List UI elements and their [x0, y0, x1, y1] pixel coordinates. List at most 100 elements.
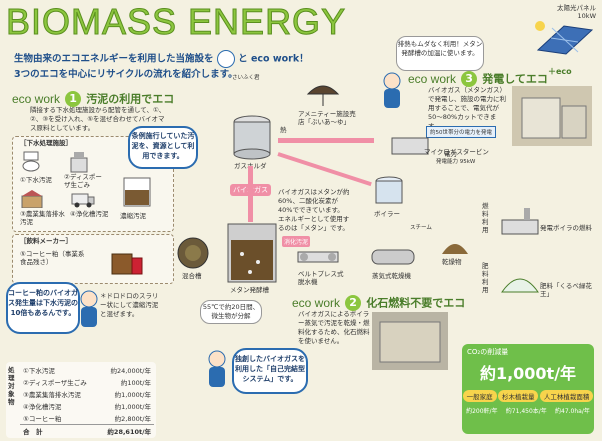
intro-line1b: と eco work！ — [238, 53, 309, 65]
row-value: 約100t/年 — [120, 379, 151, 387]
greenhouse-icon — [500, 266, 540, 298]
summary-table: ①下水汚泥 約24,000t/年 ②ディスポーザ生ごみ約100t/年 ③農業集落排… — [20, 364, 154, 437]
intro-text: 生物由来のエコエネルギーを利用した当施設を と eco work！ 3つのエコを… — [14, 50, 309, 82]
turbine-kw: 発電能力 95kW — [436, 159, 476, 165]
belt-press-label: ベルトプレス式脱水機 — [298, 270, 344, 286]
item-3: ③農業集落排水汚泥 — [20, 210, 65, 226]
mascot-ew2 — [204, 350, 230, 394]
item-1: ①下水汚泥 — [20, 176, 52, 184]
coffee-label: ⑤コーヒー粕（事業系食品残さ） — [20, 250, 85, 266]
dryer-photo — [372, 312, 448, 374]
plus-eco: ＋eco — [548, 67, 572, 76]
row-name: ⑤コーヒー粕 — [23, 415, 62, 423]
co2-chip-1: 一般家庭 — [462, 390, 497, 402]
turbine-photo — [512, 86, 592, 150]
item-2: ②ディスポーザ生ごみ — [64, 173, 102, 189]
co2-chip-val-1: 約200軒/年 — [466, 408, 498, 415]
solar-kw: 10kW — [577, 12, 596, 20]
amenity-label: アメニティー施設売店「ぶいあ〜ゆ」 — [298, 110, 356, 126]
power-label: 電力 — [444, 150, 457, 158]
ew2-desc: バイオガスによるボイラー蒸気で汚泥を乾燥・燃料化するため、化石燃料を使いません。 — [298, 310, 370, 345]
boiler-label: ボイラー — [374, 210, 400, 218]
row-name: ①下水汚泥 — [23, 367, 55, 375]
disposer-icon — [68, 150, 90, 178]
page-title: BIOMASS ENERGY — [5, 1, 347, 42]
arrow-tank-to-holder — [248, 166, 253, 222]
sewage-header: ［下水処理施設］ — [20, 139, 72, 147]
total-label: 合 計 — [23, 428, 43, 436]
boiler-icon — [374, 176, 404, 210]
septic-truck-icon — [70, 190, 96, 212]
solar-label: 太陽光パネル — [557, 4, 596, 12]
table-row: ⑤コーヒー粕約2,800t/年 — [20, 412, 154, 425]
co2-chip-val-2: 約71,450本/年 — [505, 408, 547, 415]
ew3-desc: バイオガス（メタンガス）で発電し、施設の電力に利用することで、電気代が50〜80… — [428, 86, 506, 130]
table-row: ④浄化槽汚泥 約1,000t/年 — [20, 400, 154, 412]
household-note: 約50世帯分の電力を発電 — [426, 126, 496, 138]
summary-side: 処理対象物 — [8, 366, 15, 406]
toilet-icon — [20, 150, 42, 178]
turbine-icon — [390, 134, 430, 162]
umbrella-icon — [306, 78, 340, 112]
ew3-header: eco work 3 発電してエコ — [408, 70, 548, 87]
speech-coffee: コーヒー粕のバイオガス発生量は下水汚泥の10倍もあるんです。 — [6, 282, 80, 334]
solar-panel-icon — [535, 21, 594, 55]
table-row-total: 合 計 約28,610t/年 — [20, 424, 154, 438]
ew1-header: eco work 1 汚泥の利用でエコ — [12, 90, 175, 107]
summary-panel: 処理対象物 ①下水汚泥 約24,000t/年 ②ディスポーザ生ごみ約100t/年 … — [6, 362, 156, 438]
mascot-icon — [216, 50, 235, 68]
co2-chip-3: 人工林植栽面積 — [539, 390, 594, 402]
arrow-gas-to-turbine — [278, 138, 374, 143]
row-value: 約1,000t/年 — [114, 403, 151, 411]
mascot-ew3 — [380, 72, 404, 114]
co2-chip-2: 杉木植栽量 — [497, 390, 539, 402]
intro-line2: 3つのエコを中心にリサイクルの流れを紹介します。 — [14, 69, 238, 80]
fuel-label-2: 肥料利用 — [482, 262, 489, 294]
speech-selfsystem: 独創したバイオガスを利用した「自己完結型システム」です。 — [232, 348, 308, 394]
fuel-dest-1: 発電ボイラの燃料 — [540, 224, 592, 232]
table-row: ③農業集落排水汚泥 約1,000t/年 — [20, 388, 154, 400]
methane-note: 55℃で約20日間、微生物が分解 — [200, 300, 262, 324]
ew1-desc: 隣接する下水処理施設から配管を通して、①、②、③を受け入れ、⑤を混ぜ合わせてバイ… — [30, 106, 166, 132]
intro-line1a: 生物由来のエコエネルギーを利用した当施設を — [14, 53, 214, 65]
total-value: 約28,610t/年 — [107, 428, 151, 436]
biogas-note: バイオガスはメタンが約60%、二酸化炭素が40%でできています。エネルギーとして… — [278, 188, 350, 232]
co2-chip-val-3: 約47.0ha/年 — [555, 408, 590, 415]
turbine-label: マイクロガスタービン — [424, 148, 489, 156]
dry-product-icon — [440, 234, 470, 260]
beverage-box — [12, 234, 174, 284]
belt-press-icon — [296, 248, 340, 270]
mixing-tank-icon — [176, 236, 210, 274]
row-name: ④浄化槽汚泥 — [23, 403, 62, 411]
concentrated-label: 濃縮汚泥 — [120, 212, 146, 220]
dryer-icon — [370, 246, 416, 272]
gas-holder-icon — [232, 114, 272, 164]
speech-exhaust: 排熱もムダなく利用！メタン発酵槽の加温に使います。 — [396, 36, 484, 71]
row-value: 約24,000t/年 — [110, 367, 151, 375]
dryer-label: 蒸気式乾燥機 — [372, 272, 411, 280]
table-row: ②ディスポーザ生ごみ約100t/年 — [20, 376, 154, 388]
row-name: ③農業集落排水汚泥 — [23, 391, 81, 399]
ew2-header: eco work 2 化石燃料不要でエコ — [292, 294, 466, 311]
table-row: ①下水汚泥 約24,000t/年 — [20, 364, 154, 376]
solar-panel: 太陽光パネル 10kW — [530, 4, 596, 60]
heat-label: 熱 — [280, 126, 287, 134]
steam-label: スチーム — [410, 225, 432, 231]
co2-value: 約1,000t/年 — [479, 364, 577, 383]
speech-pipe: 条例施行していた汚泥を、資源として利用できます。 — [128, 126, 198, 169]
dry-product-label: 乾燥物 — [442, 258, 462, 266]
mascot-ew1 — [76, 290, 102, 334]
fuel-label-1: 燃料利用 — [482, 202, 489, 234]
item-4: ④浄化槽汚泥 — [70, 210, 109, 218]
methane-tank-label: メタン発酵槽 — [230, 286, 269, 294]
farm-icon — [20, 190, 46, 212]
row-value: 約1,000t/年 — [114, 391, 151, 399]
arrow-gas-to-boiler — [277, 152, 372, 187]
factory-icon — [500, 206, 540, 240]
co2-panel: CO₂の削減量 約1,000t/年 一般家庭 杉木植栽量 人工林植栽面積 約20… — [462, 344, 594, 434]
methane-tank-icon — [226, 222, 278, 288]
fuel-dest-2: 肥料「くるべ緑花王」 — [540, 282, 592, 298]
beverage-header: ［飲料メーカー］ — [20, 237, 72, 245]
co2-label: CO₂の削減量 — [467, 348, 509, 356]
coffee-bag-icon — [110, 250, 144, 280]
